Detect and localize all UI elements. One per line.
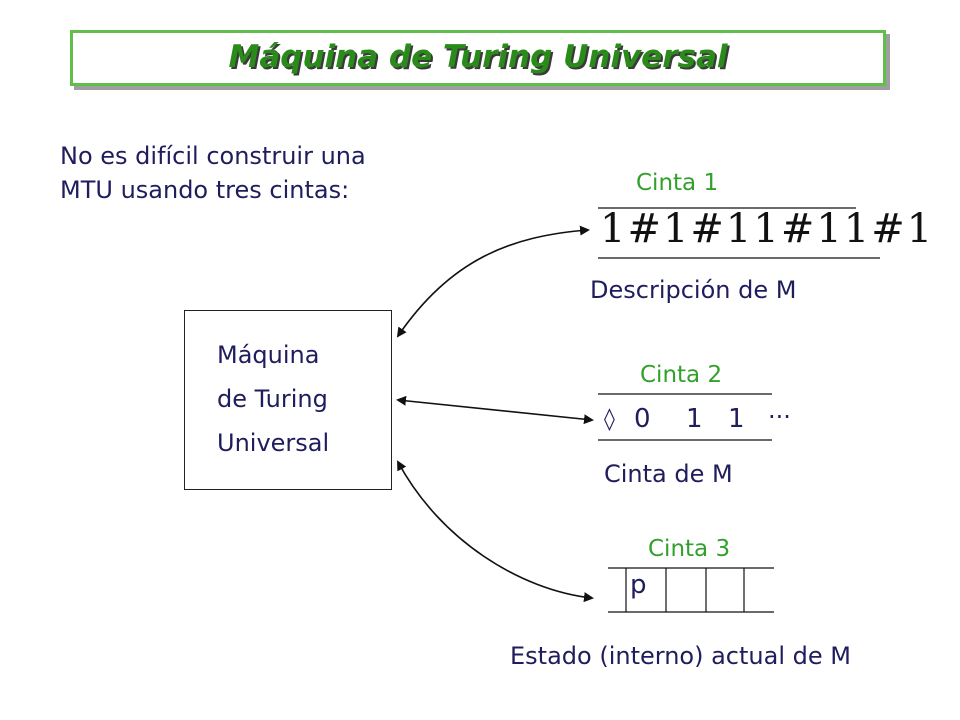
tape-2-cell: 1	[686, 404, 703, 434]
arrow-machine-to-tape-1	[396, 225, 590, 338]
intro-text-line-1: No es difícil construir una	[60, 142, 366, 170]
title-frame: Máquina de Turing Universal	[70, 30, 886, 86]
arrow-machine-to-tape-3	[397, 460, 594, 603]
machine-label-line-3: Universal	[217, 429, 330, 457]
machine-label-line-1: Máquina	[217, 341, 320, 369]
tape-2-label: Cinta 2	[640, 362, 723, 388]
tape-2-cell: 1	[728, 404, 745, 434]
tape-2-cell: ◊	[604, 407, 615, 432]
tape-1-content: 1#1#11#11#1	[600, 206, 935, 252]
tape-1-label: Cinta 1	[636, 170, 719, 196]
arrow-machine-to-tape-2	[396, 395, 594, 425]
tape-2-cell: 0	[634, 404, 651, 434]
tape-1-caption: Descripción de M	[590, 276, 797, 304]
intro-text-line-2: MTU usando tres cintas:	[60, 176, 350, 204]
page-title: Máquina de Turing Universal	[228, 39, 728, 75]
tape-3-caption: Estado (interno) actual de M	[510, 642, 851, 670]
universal-turing-machine-box: Máquina de Turing Universal	[184, 310, 392, 490]
tape-2-caption: Cinta de M	[604, 460, 733, 488]
tape-3-cell: p	[630, 570, 647, 600]
tape-2-ellipsis: ...	[768, 396, 791, 424]
tape-3-label: Cinta 3	[648, 536, 731, 562]
machine-label-line-2: de Turing	[217, 385, 328, 413]
